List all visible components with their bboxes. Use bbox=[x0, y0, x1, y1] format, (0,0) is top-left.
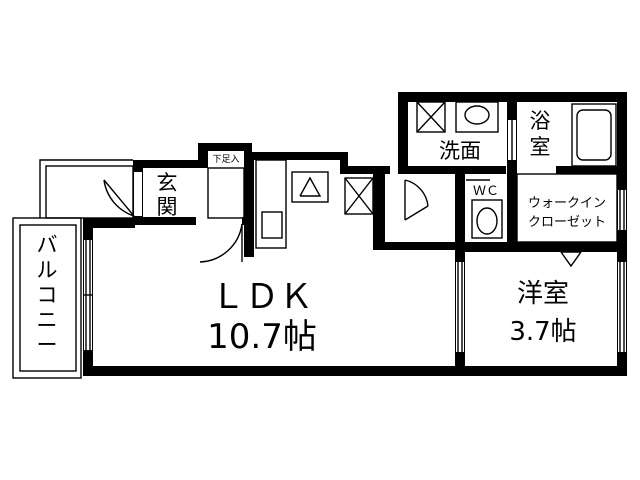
vertical-labels: 玄関 浴室 バルコニー bbox=[37, 109, 551, 357]
entrance-porch bbox=[39, 159, 134, 219]
washroom-label: 洗面 bbox=[439, 139, 481, 163]
ldk-size: 10.7帖 bbox=[207, 317, 317, 357]
ldk-name: ＬＤＫ bbox=[211, 277, 313, 317]
shoe-box-label: 下足入 bbox=[212, 154, 239, 165]
bath-label-vertical: 浴室 bbox=[530, 109, 551, 159]
room-labels: ＬＤＫ 10.7帖 洋室 3.7帖 下足入 洗面 ＷＣ ウォークイン クローゼッ… bbox=[207, 139, 606, 357]
closet-label-1: ウォークイン bbox=[528, 196, 606, 211]
doors bbox=[103, 120, 583, 268]
fixtures bbox=[207, 101, 618, 249]
balcony-label-vertical: バルコニー bbox=[37, 233, 58, 357]
entrance-label-vertical: 玄関 bbox=[157, 171, 178, 219]
western-name: 洋室 bbox=[517, 279, 569, 309]
closet-label-2: クローゼット bbox=[528, 215, 606, 230]
wc-label: ＷＣ bbox=[473, 184, 499, 199]
windows bbox=[83, 190, 626, 352]
western-size: 3.7帖 bbox=[509, 317, 576, 347]
